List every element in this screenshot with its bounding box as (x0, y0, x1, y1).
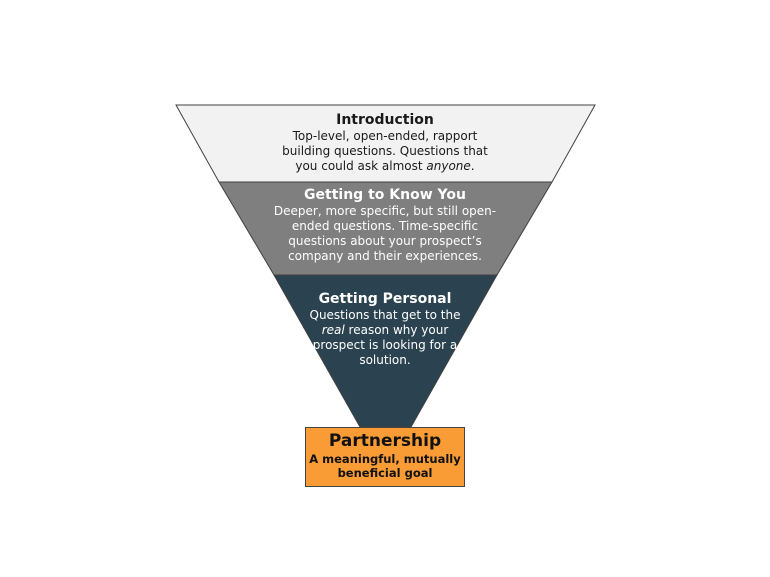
funnel-stage-getting-to-know-you: Getting to Know You Deeper, more specifi… (270, 187, 500, 264)
stage-description-text: . (470, 159, 475, 173)
stage-description-emphasis: real (321, 323, 345, 337)
stage-description-text: Questions that get to the (309, 308, 461, 322)
stage-description-text: Top-level, open-ended, rapport building … (282, 129, 488, 173)
stage-description-text: reason why your prospect is looking for … (312, 323, 458, 367)
stage-description-introduction: Top-level, open-ended, rapport building … (270, 129, 500, 174)
goal-title: Partnership (328, 431, 442, 451)
partnership-goal-box: Partnership A meaningful, mutually benef… (305, 427, 465, 487)
funnel-stage-getting-personal: Getting Personal Questions that get to t… (300, 291, 470, 368)
stage-title-introduction: Introduction (336, 112, 434, 128)
stage-description-emphasis: anyone (426, 159, 471, 173)
stage-title-getting-personal: Getting Personal (318, 291, 452, 307)
funnel-stage-introduction: Introduction Top-level, open-ended, rapp… (270, 112, 500, 174)
stage-description-getting-to-know-you: Deeper, more specific, but still open-en… (273, 204, 497, 263)
stage-description-getting-personal: Questions that get to the real reason wh… (300, 308, 470, 368)
goal-subtitle: A meaningful, mutually beneficial goal (309, 452, 461, 480)
stage-title-getting-to-know-you: Getting to Know You (304, 187, 466, 203)
